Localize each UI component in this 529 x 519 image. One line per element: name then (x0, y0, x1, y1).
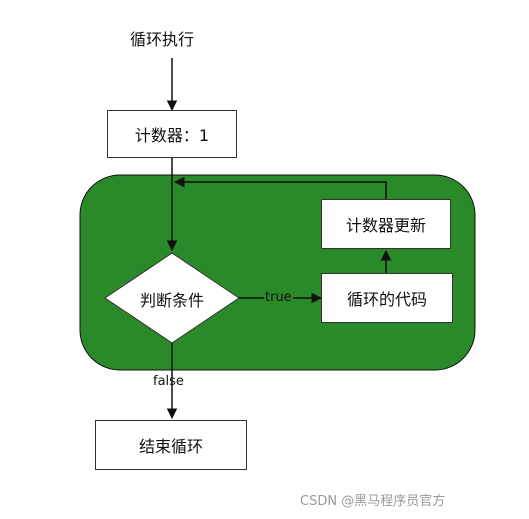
arrow-update-to-loop (173, 176, 387, 199)
counter-update-box: 计数器更新 (321, 199, 451, 249)
init-box: 计数器：1 (107, 110, 237, 158)
watermark-text: CSDN @黑马程序员官方 (300, 494, 446, 509)
loop-body-box: 循环的代码 (321, 273, 453, 323)
start-label: 循环执行 (130, 30, 195, 49)
condition-label: 判断条件 (139, 291, 204, 310)
end-box: 结束循环 (95, 420, 247, 470)
false-label: false (153, 374, 184, 389)
true-label: true (264, 290, 293, 305)
